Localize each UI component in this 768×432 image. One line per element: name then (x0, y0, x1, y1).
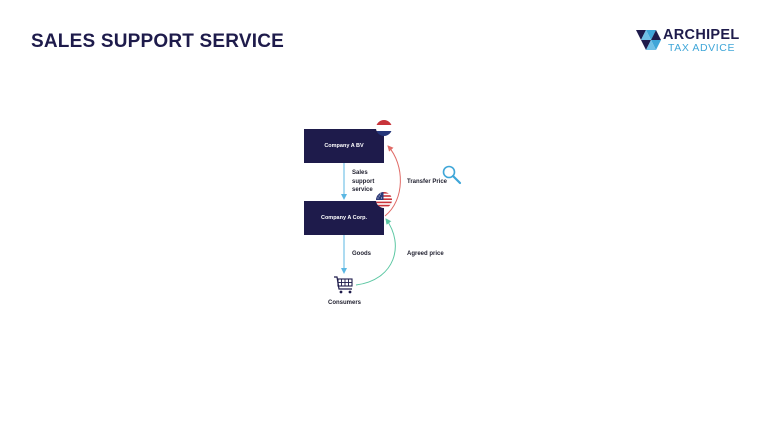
sales-support-label: Sales support service (352, 169, 374, 195)
agreed-price-label: Agreed price (407, 251, 444, 257)
goods-label: Goods (352, 251, 371, 257)
consumers-label: Consumers (328, 300, 362, 306)
logo-subtitle: TAX ADVICE (668, 42, 736, 54)
company-a-corp-box: Company A Corp. (304, 201, 384, 235)
logo-name: ARCHIPEL (663, 27, 740, 43)
magnifier-icon (442, 165, 462, 185)
company-logo: ARCHIPEL TAX ADVICE (636, 27, 746, 57)
arrow-transfer-price (384, 145, 401, 217)
usa-flag-icon (376, 192, 392, 208)
archipel-logo-icon (636, 30, 661, 50)
sales-support-line-3: service (352, 187, 373, 193)
company-a-bv-box: Company A BV (304, 129, 384, 163)
shopping-cart-icon (334, 276, 353, 294)
arrow-agreed-price (355, 218, 396, 286)
sales-support-line-2: support (352, 178, 375, 185)
slide-title: SALES SUPPORT SERVICE (31, 31, 285, 52)
sales-support-line-1: Sales (352, 170, 368, 176)
company-a-corp-label: Company A Corp. (320, 215, 368, 221)
transfer-price-label: Transfer Price (407, 179, 448, 185)
netherlands-flag-icon (376, 120, 392, 136)
company-a-bv-label: Company A BV (324, 143, 364, 149)
